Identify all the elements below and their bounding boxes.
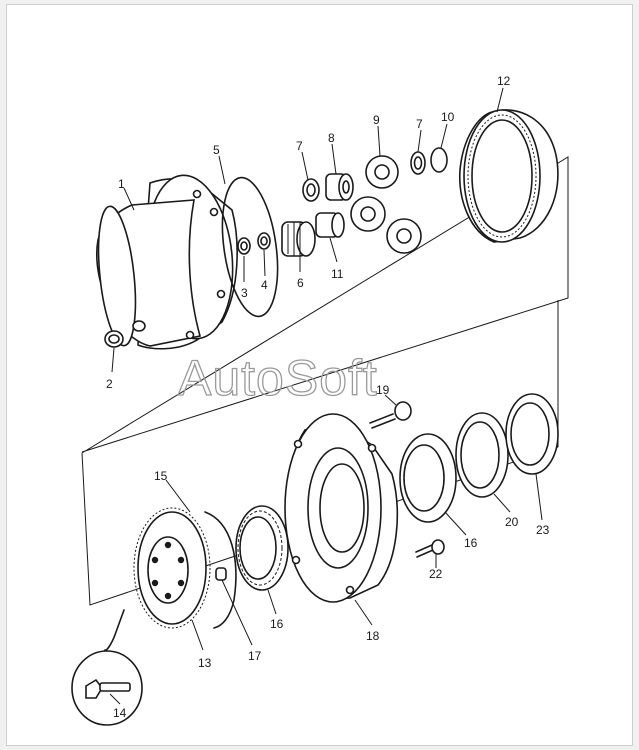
hub-housing-part — [284, 413, 399, 603]
watermark-text: AutoSoft — [178, 350, 378, 406]
bolt-part — [369, 401, 412, 429]
oil-seal-part — [399, 433, 457, 523]
callout-6: 6 — [297, 276, 304, 290]
drive-gear-part — [133, 507, 211, 629]
ring-gear-part — [459, 109, 559, 243]
callout-20: 20 — [505, 515, 519, 529]
callout-15: 15 — [154, 469, 168, 483]
lock-nut-part — [257, 232, 271, 250]
callout-7-left: 7 — [296, 139, 303, 153]
callout-23: 23 — [536, 523, 550, 537]
sun-gear-part — [281, 221, 316, 257]
leader-lines — [109, 87, 543, 705]
callout-labels: 1 2 3 4 5 6 7 8 9 7 10 11 12 13 14 15 16… — [106, 74, 550, 720]
callout-3: 3 — [241, 286, 248, 300]
circlip-part — [204, 511, 237, 629]
assembly-guide-lines — [81, 156, 569, 606]
callout-1: 1 — [118, 177, 125, 191]
callout-8: 8 — [328, 131, 335, 145]
hub-cover-part — [95, 174, 238, 350]
shim-washer-part — [505, 393, 559, 475]
inset-bolt-part — [71, 609, 143, 726]
callout-2: 2 — [106, 377, 113, 391]
callout-19: 19 — [376, 383, 390, 397]
callout-5: 5 — [213, 143, 220, 157]
callout-4: 4 — [261, 278, 268, 292]
seal-ring-part — [455, 412, 509, 498]
callout-13: 13 — [198, 656, 212, 670]
callout-22: 22 — [429, 567, 443, 581]
snap-ring-part-a — [302, 178, 320, 202]
spacer-part — [315, 212, 345, 238]
needle-bearing-part — [325, 173, 354, 201]
callout-11: 11 — [331, 267, 344, 281]
callout-16-left: 16 — [270, 617, 284, 631]
callout-18: 18 — [366, 629, 380, 643]
screw-part — [415, 539, 445, 558]
o-ring-part — [221, 176, 279, 318]
taper-bearing-part-a — [235, 505, 289, 591]
callout-14: 14 — [113, 706, 127, 720]
callout-12: 12 — [497, 74, 511, 88]
callout-17: 17 — [248, 649, 262, 663]
snap-ring-part-b — [410, 151, 426, 175]
thrust-washer-part — [237, 237, 251, 255]
callout-7-right: 7 — [416, 117, 423, 131]
planet-gear-part — [350, 155, 422, 254]
retaining-ring-part — [430, 147, 448, 173]
callout-9: 9 — [373, 113, 380, 127]
callout-10: 10 — [441, 110, 455, 124]
callout-16-right: 16 — [464, 536, 478, 550]
drain-plug-part — [104, 330, 124, 348]
lock-pin-part — [215, 567, 227, 581]
